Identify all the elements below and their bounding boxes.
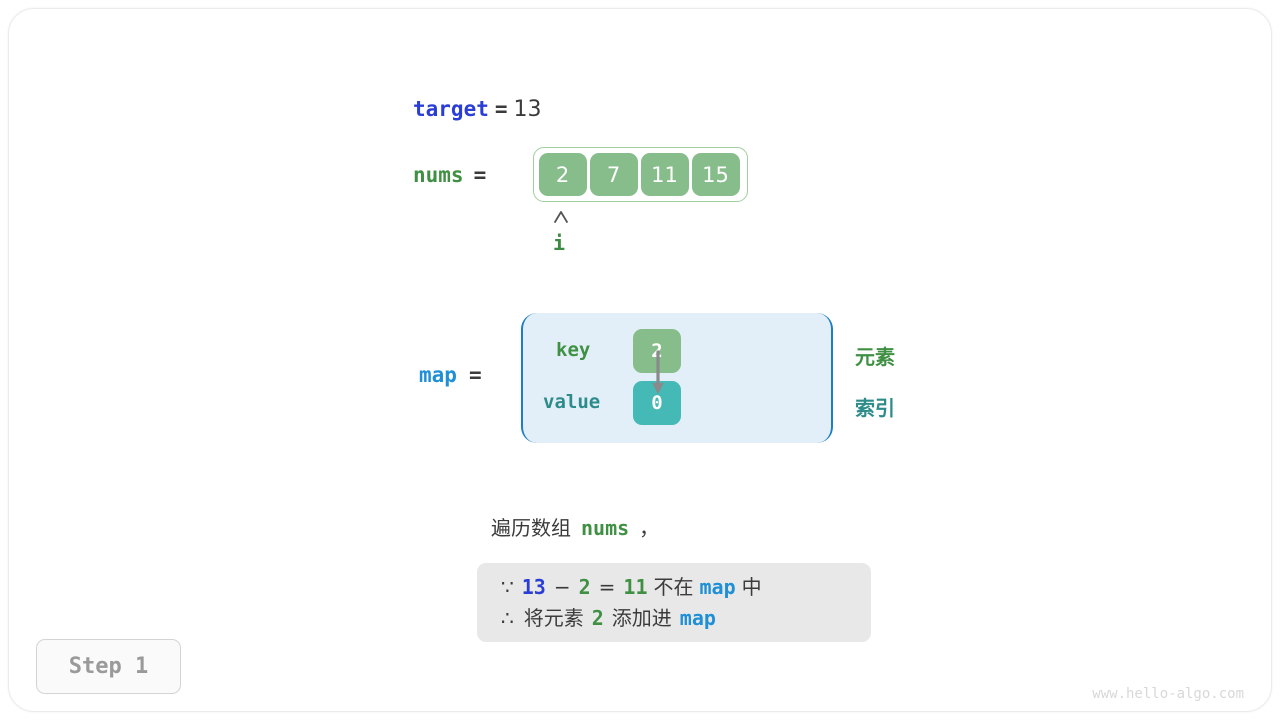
map-equals-sign: = [468,363,482,387]
note-line-2: ∴ 将元素 2 添加进 map [499,603,849,634]
target-row: target=13 [413,92,542,127]
target-value: 13 [513,97,542,122]
note-equals-sign: = [598,575,616,599]
note-text-add-element: 将元素 [523,606,584,630]
pointer-label-i: i [553,231,566,255]
note-text-add-into: 添加进 [611,606,672,630]
caption-line: 遍历数组 nums ， [491,512,659,541]
caption-prefix: 遍历数组 [491,516,571,540]
target-variable-name: target [413,97,489,121]
note-keyword-map-2: map [679,606,716,630]
note-operand-b: 2 [578,575,591,599]
nums-equals-sign: = [473,163,487,187]
legend-element-label: 元素 [855,345,895,369]
map-variable-name: map [419,363,457,387]
caption-suffix: ， [639,516,660,540]
nums-row-label: nums = [413,159,486,191]
note-keyword-map: map [699,575,736,599]
array-cell: 7 [589,153,638,196]
array-cell: 15 [691,153,740,196]
map-value-label: value [543,391,601,413]
note-result: 11 [623,575,648,599]
step-badge: Step 1 [36,639,181,694]
step-badge-label: Step 1 [68,654,149,679]
target-equals-sign: = [494,97,508,121]
watermark: www.hello-algo.com [1092,686,1244,702]
because-symbol: ∵ [501,575,514,599]
pointer-caret-icon [554,211,568,223]
note-text-not-in: 不在 [653,575,694,599]
note-text-in: 中 [741,575,762,599]
therefore-symbol: ∴ [501,606,514,630]
note-minus-sign: − [553,575,571,599]
key-to-value-arrow-icon [652,350,664,394]
map-key-label: key [556,339,591,361]
legend-index-label: 索引 [855,396,895,420]
note-operand-a: 13 [521,575,546,599]
caption-keyword-nums: nums [581,516,630,540]
array-cell: 2 [538,153,587,196]
note-element-value: 2 [591,606,604,630]
nums-array: 2 7 11 15 [533,147,748,202]
map-row-label: map = [419,363,482,387]
nums-variable-name: nums [413,163,464,187]
array-cell: 11 [640,153,689,196]
